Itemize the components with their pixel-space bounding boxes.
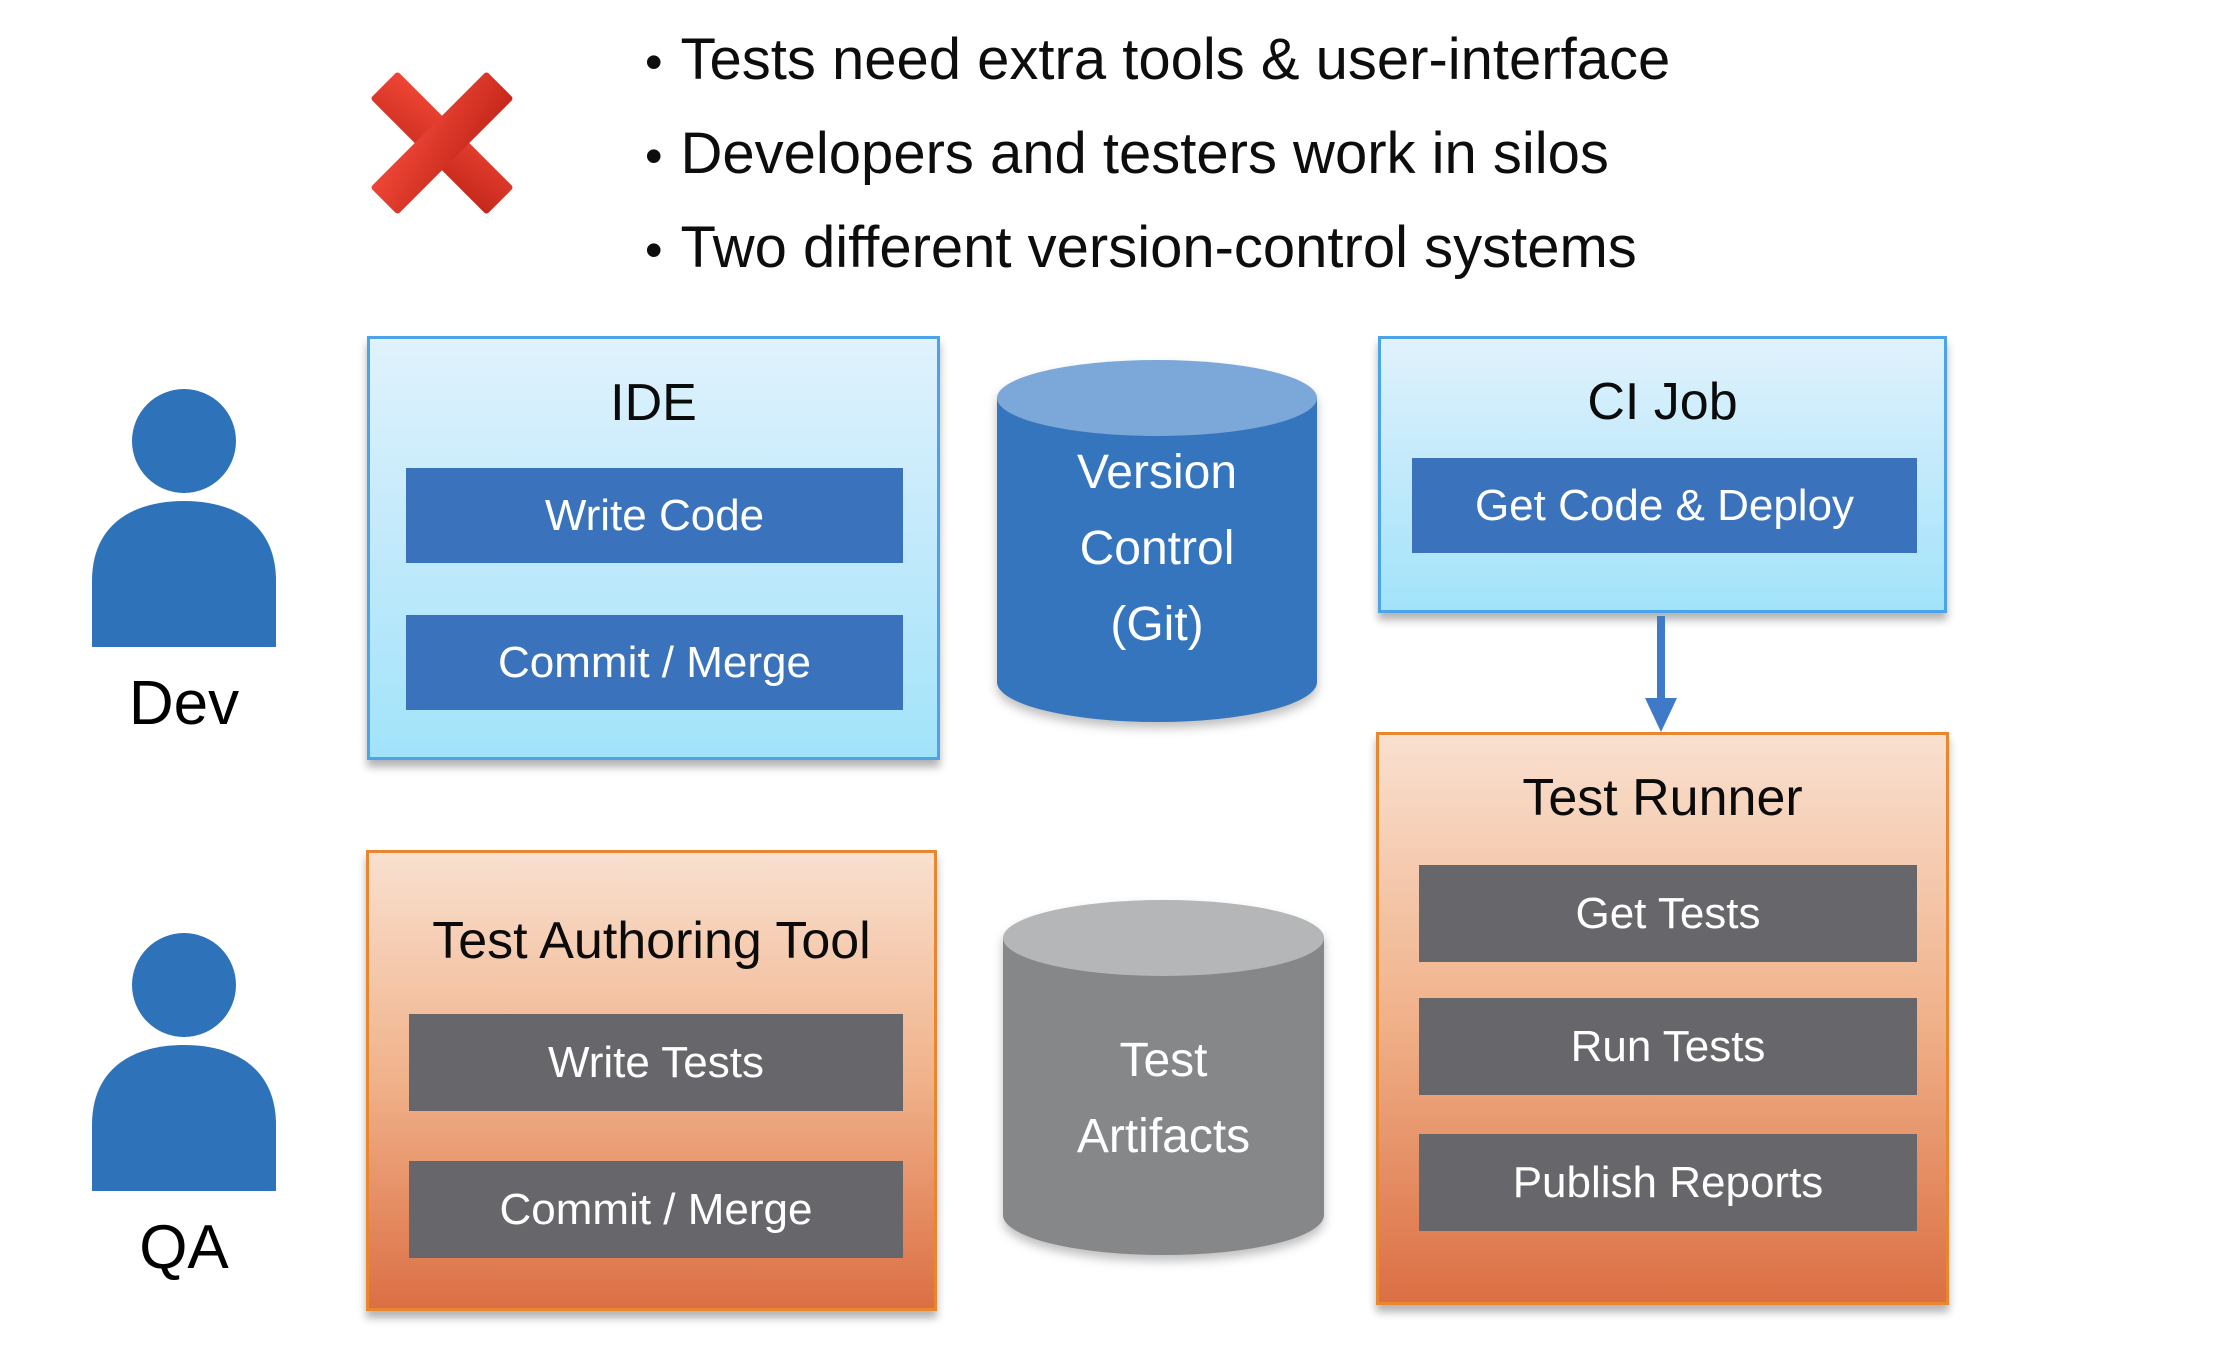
- commit-merge-step: Commit / Merge: [406, 615, 903, 710]
- dev-person-icon: [92, 389, 276, 647]
- ide-title: IDE: [610, 374, 697, 432]
- issue-item: • Tests need extra tools & user-interfac…: [645, 14, 1670, 108]
- test-authoring-tool-title: Test Authoring Tool: [432, 912, 871, 970]
- dev-label: Dev: [128, 669, 240, 738]
- ci-to-runner-arrowhead: [1645, 698, 1677, 732]
- cylinder-top: [997, 360, 1317, 436]
- bullet-marker: •: [645, 34, 663, 90]
- issues-list: • Tests need extra tools & user-interfac…: [645, 14, 1670, 296]
- test-runner-box: Test Runner Get Tests Run Tests Publish …: [1376, 732, 1949, 1305]
- issue-item: • Two different version-control systems: [645, 202, 1670, 296]
- test-authoring-tool-box: Test Authoring Tool Write Tests Commit /…: [366, 850, 937, 1311]
- test-artifacts-cylinder: Test Artifacts: [1003, 900, 1324, 1255]
- qa-person-icon: [92, 933, 276, 1191]
- ci-job-box: CI Job Get Code & Deploy: [1378, 336, 1947, 613]
- publish-reports-step: Publish Reports: [1419, 1134, 1917, 1231]
- version-control-cylinder: Version Control (Git): [997, 360, 1317, 722]
- rejected-x-icon: [371, 72, 513, 214]
- bullet-marker: •: [645, 128, 663, 184]
- version-control-label: Version Control (Git): [1076, 446, 1238, 651]
- issue-text: Tests need extra tools & user-interface: [680, 27, 1671, 92]
- write-code-step: Write Code: [406, 468, 903, 563]
- cylinder-body: [997, 398, 1317, 722]
- issue-item: • Developers and testers work in silos: [645, 108, 1670, 202]
- ci-to-runner-arrow: [1657, 616, 1665, 702]
- test-runner-title: Test Runner: [1522, 769, 1803, 827]
- get-code-deploy-step: Get Code & Deploy: [1412, 458, 1917, 553]
- cylinder-body: [1003, 938, 1324, 1255]
- run-tests-step: Run Tests: [1419, 998, 1917, 1095]
- issue-text: Two different version-control systems: [680, 215, 1637, 280]
- bullet-marker: •: [645, 222, 663, 278]
- get-tests-step: Get Tests: [1419, 865, 1917, 962]
- test-artifacts-label: Test Artifacts: [1076, 1034, 1251, 1163]
- qa-label: QA: [139, 1213, 229, 1282]
- cylinder-top: [1003, 900, 1324, 976]
- commit-merge-tests-step: Commit / Merge: [409, 1161, 903, 1258]
- ide-box: IDE Write Code Commit / Merge: [367, 336, 940, 760]
- issue-text: Developers and testers work in silos: [680, 121, 1609, 186]
- write-tests-step: Write Tests: [409, 1014, 903, 1111]
- ci-job-title: CI Job: [1587, 373, 1738, 431]
